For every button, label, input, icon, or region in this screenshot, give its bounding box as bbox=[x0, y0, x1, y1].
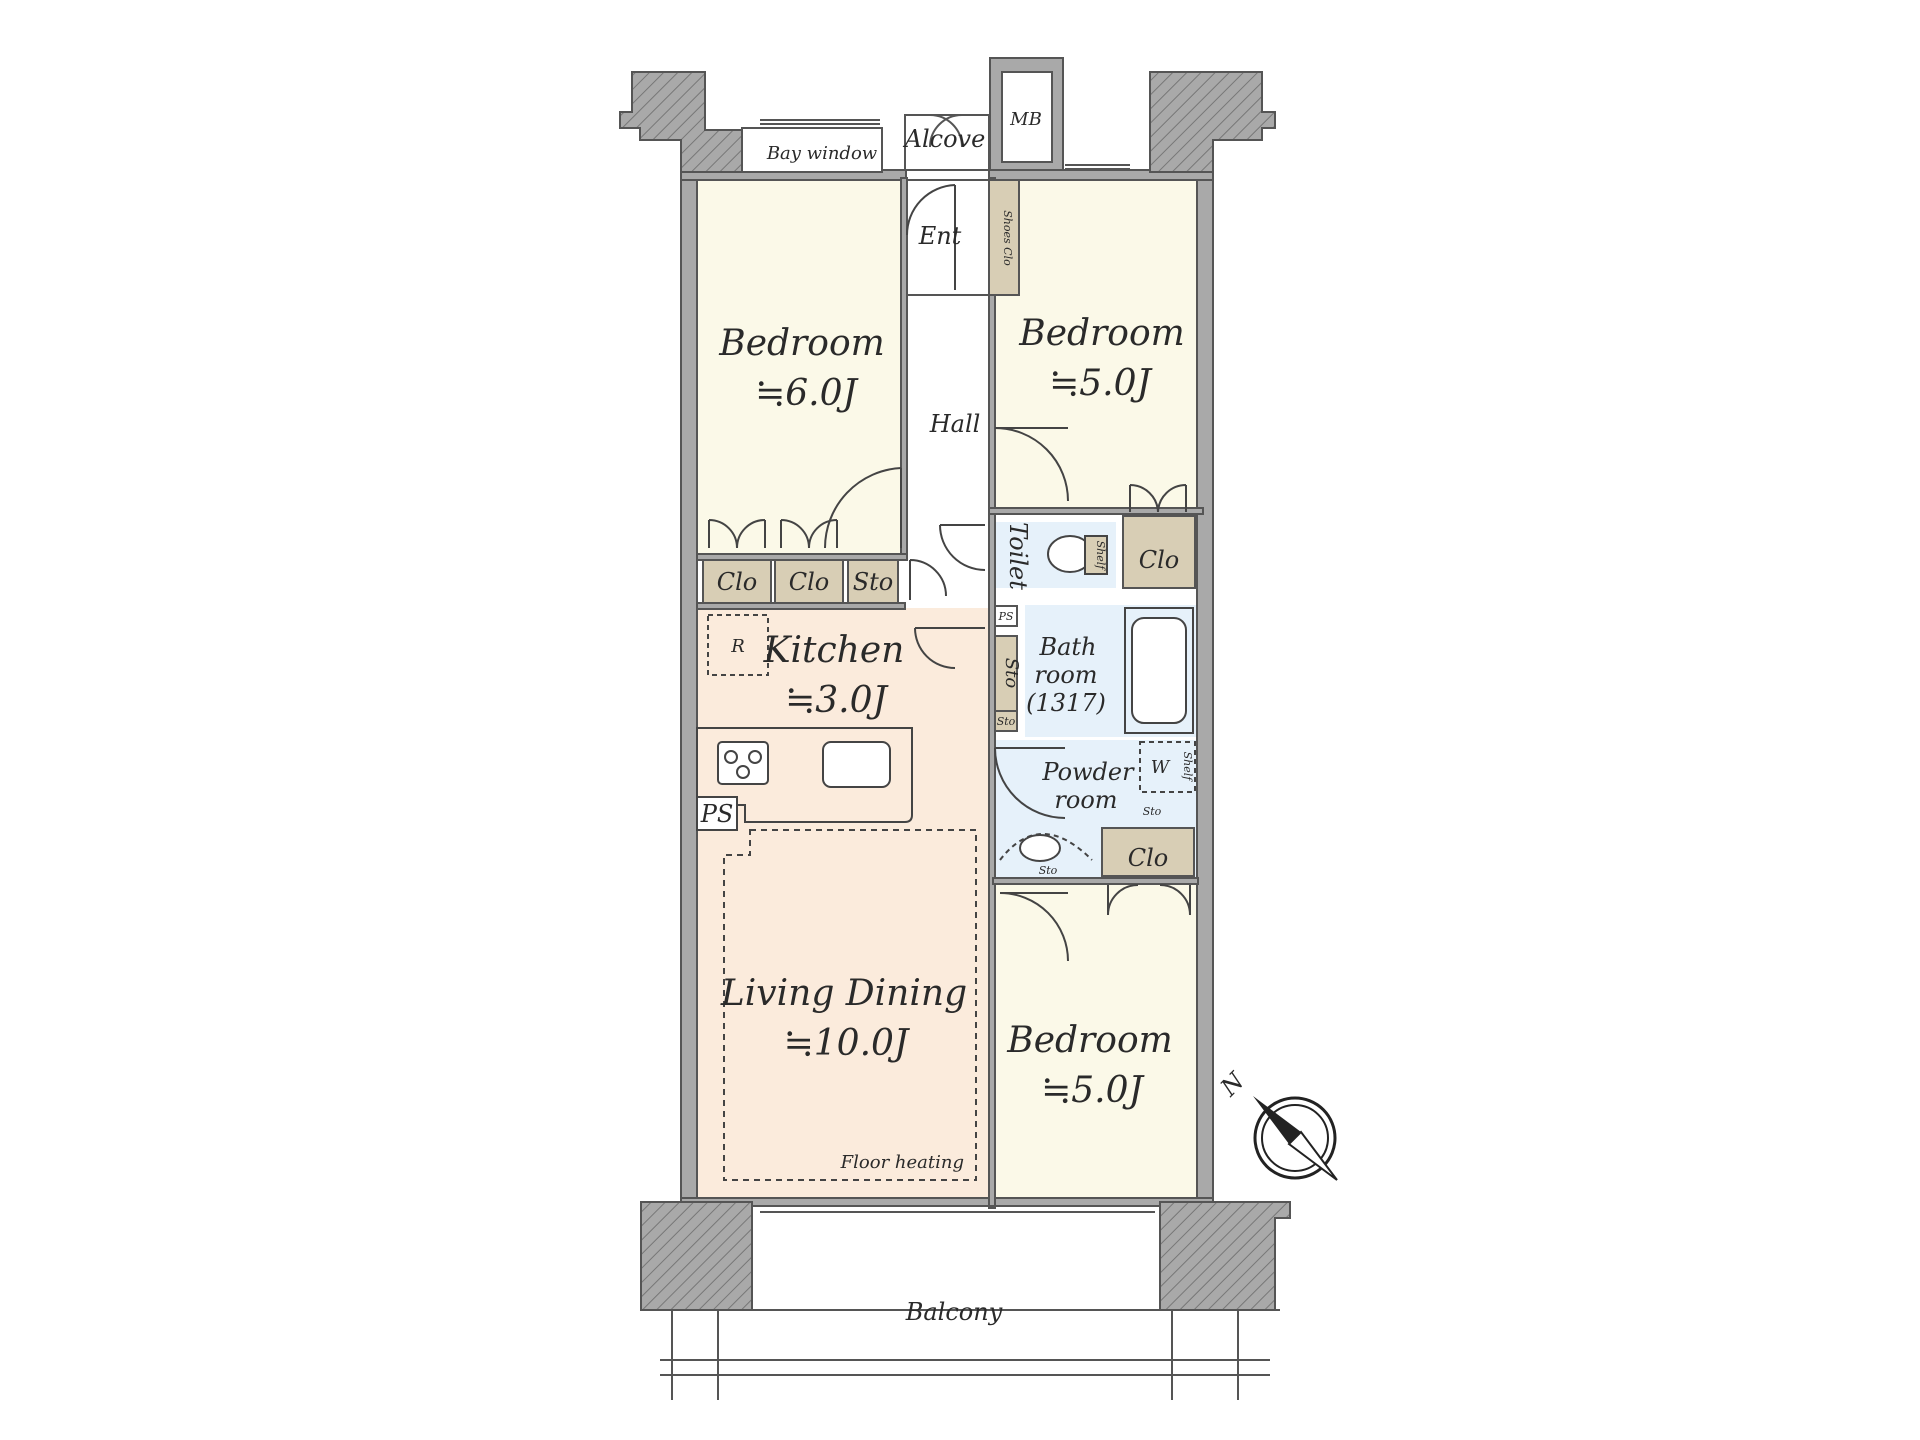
bedroom-se-area: ≒5.0J bbox=[1041, 1070, 1145, 1111]
storage-nw bbox=[847, 559, 899, 604]
bedroom-nw-area: ≒6.0J bbox=[755, 373, 859, 414]
closet-ne bbox=[1122, 515, 1196, 589]
bedroom-ne-area: ≒5.0J bbox=[1049, 363, 1153, 404]
north-frontage bbox=[741, 114, 1130, 296]
kitchen-area: ≒3.0J bbox=[785, 680, 889, 721]
ps-top-label: PS bbox=[998, 610, 1014, 623]
shelf-label: Shelf bbox=[1181, 752, 1194, 783]
bedroom-ne-name: Bedroom bbox=[1018, 313, 1185, 354]
floor-heating-note: Floor heating bbox=[840, 1152, 964, 1173]
wall-powder-bottom bbox=[992, 877, 1199, 885]
bedroom-nw-floor bbox=[697, 178, 902, 560]
pillar-se bbox=[1159, 1201, 1291, 1311]
bathroom-label-1: Bath bbox=[1038, 633, 1096, 661]
shoes-closet bbox=[988, 179, 1020, 296]
wall-west bbox=[680, 171, 698, 1203]
storage-units bbox=[702, 179, 1196, 877]
storage-small bbox=[994, 710, 1018, 732]
ps-box bbox=[696, 796, 738, 831]
bathroom-label-2: room bbox=[1034, 661, 1097, 689]
closet-nw-1 bbox=[702, 559, 772, 604]
shoes-closet-label: Shoes Clo bbox=[1001, 210, 1014, 266]
north-label: N bbox=[1214, 1066, 1250, 1102]
labels: Bedroom ≒6.0J Bedroom ≒5.0J Bedroom ≒5.0… bbox=[700, 109, 1251, 1326]
bedroom-se-floor bbox=[993, 885, 1198, 1200]
refrigerator-label: R bbox=[730, 636, 745, 657]
toilet-shelf-label: Shelf bbox=[1094, 541, 1107, 572]
door-swings bbox=[708, 184, 1191, 962]
alcove-label: Alcove bbox=[903, 125, 986, 153]
pillar-sw bbox=[640, 1201, 753, 1311]
bathroom-label-3: (1317) bbox=[1026, 689, 1106, 717]
pillar-ne bbox=[1149, 71, 1276, 173]
living-name: Living Dining bbox=[720, 973, 967, 1014]
powder-label-2: room bbox=[1054, 786, 1117, 814]
closet-se bbox=[1101, 827, 1195, 877]
entrance-label: Ent bbox=[918, 222, 962, 250]
kitchen-name: Kitchen bbox=[763, 630, 905, 671]
bay-window-box bbox=[741, 127, 883, 173]
bedroom-nw-name: Bedroom bbox=[718, 323, 885, 364]
ps-label: PS bbox=[700, 800, 734, 828]
entrance-box bbox=[906, 179, 990, 296]
wall-east bbox=[1196, 171, 1214, 1203]
balcony-label: Balcony bbox=[905, 1298, 1003, 1326]
bedroom-se-name: Bedroom bbox=[1006, 1020, 1173, 1061]
washer-icon bbox=[1139, 741, 1196, 793]
meter-box-label: MB bbox=[1009, 109, 1042, 130]
washer-label: W bbox=[1151, 757, 1171, 778]
kitchen-sink-icon bbox=[822, 741, 891, 788]
bedroom-ne-floor bbox=[993, 178, 1198, 508]
fixtures bbox=[696, 535, 1196, 1181]
storage-powder-label: Sto bbox=[1143, 805, 1162, 818]
storage-basin-label: Sto bbox=[1039, 864, 1058, 877]
living-area: ≒10.0J bbox=[784, 1023, 911, 1064]
refrigerator-space bbox=[707, 614, 769, 676]
kitchen-living-floor bbox=[697, 607, 989, 1200]
toilet-label: Toilet bbox=[1004, 522, 1032, 590]
washbasin-icon bbox=[1019, 834, 1061, 862]
south-windows bbox=[650, 1205, 1280, 1400]
wall-south bbox=[680, 1197, 1214, 1207]
closet-se-label: Clo bbox=[1128, 844, 1169, 872]
alcove-box bbox=[904, 114, 990, 171]
north-compass-icon bbox=[1253, 1096, 1338, 1181]
room-fills bbox=[697, 178, 1198, 1200]
hall-label: Hall bbox=[929, 410, 981, 438]
ps-box-top bbox=[994, 605, 1018, 627]
exterior-walls bbox=[619, 57, 1291, 1311]
powder-label-1: Powder bbox=[1041, 758, 1135, 786]
bay-window-label: Bay window bbox=[766, 143, 878, 164]
storage-nw-label: Sto bbox=[853, 568, 894, 596]
storage-hall-label: Sto bbox=[1001, 658, 1022, 689]
pillar-nw bbox=[619, 71, 746, 173]
floor-heating-zone bbox=[723, 829, 977, 1181]
wall-ne-bottom bbox=[988, 507, 1204, 515]
closet-ne-label: Clo bbox=[1139, 546, 1180, 574]
closet-nw-1-label: Clo bbox=[717, 568, 758, 596]
closet-nw-2-label: Clo bbox=[789, 568, 830, 596]
closet-nw-2 bbox=[774, 559, 844, 604]
storage-small-label: Sto bbox=[997, 715, 1016, 728]
